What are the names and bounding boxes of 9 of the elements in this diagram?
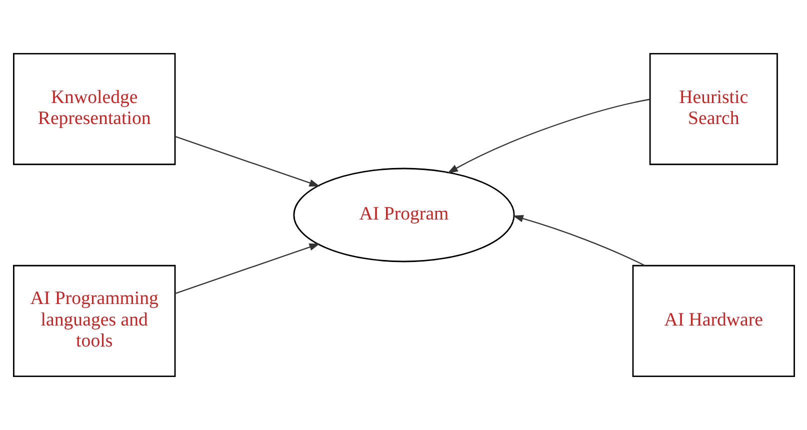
node-ellipse: AI Program: [292, 168, 514, 262]
node-box: Knwoledge Representation: [12, 53, 176, 166]
arrow: [446, 98, 650, 174]
arrow: [174, 244, 320, 294]
arrow: [174, 136, 320, 186]
node-box: Heuristic Search: [648, 53, 778, 166]
arrow: [512, 214, 644, 266]
node-box: AI Hardware: [632, 264, 794, 377]
node-box: AI Programming languages and tools: [12, 264, 176, 377]
